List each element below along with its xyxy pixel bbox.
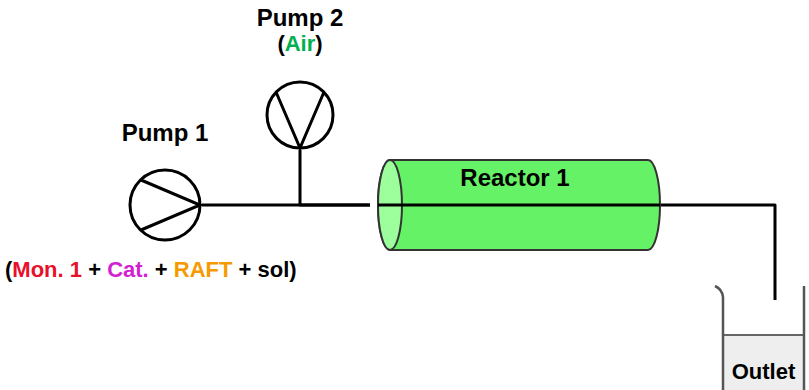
colored-word: 1 (70, 257, 82, 282)
feed-label: (Mon. 1 + Cat. + RAFT + sol) (5, 257, 297, 283)
outlet-beaker: Outlet (712, 283, 809, 390)
node-label: Pump 2 (257, 4, 344, 33)
colored-word: RAFT (174, 257, 233, 282)
flow-line (660, 205, 775, 300)
flow-line (300, 150, 370, 205)
node-sublabel: (Air) (277, 31, 322, 57)
node-label: Reactor 1 (460, 164, 569, 193)
colored-word: Cat. (107, 257, 149, 282)
colored-word: Air (285, 31, 316, 56)
reactor-cylinder: Reactor 1 (370, 158, 660, 252)
colored-word: Mon. (12, 257, 63, 282)
pump-symbol-outline (265, 80, 335, 150)
pump-symbol: Pump 1 (128, 168, 202, 242)
pump-symbol-outline (128, 168, 202, 242)
node-label: Pump 1 (122, 119, 209, 148)
pump-symbol: Pump 2(Air) (265, 80, 335, 150)
node-label: Outlet (732, 359, 796, 385)
